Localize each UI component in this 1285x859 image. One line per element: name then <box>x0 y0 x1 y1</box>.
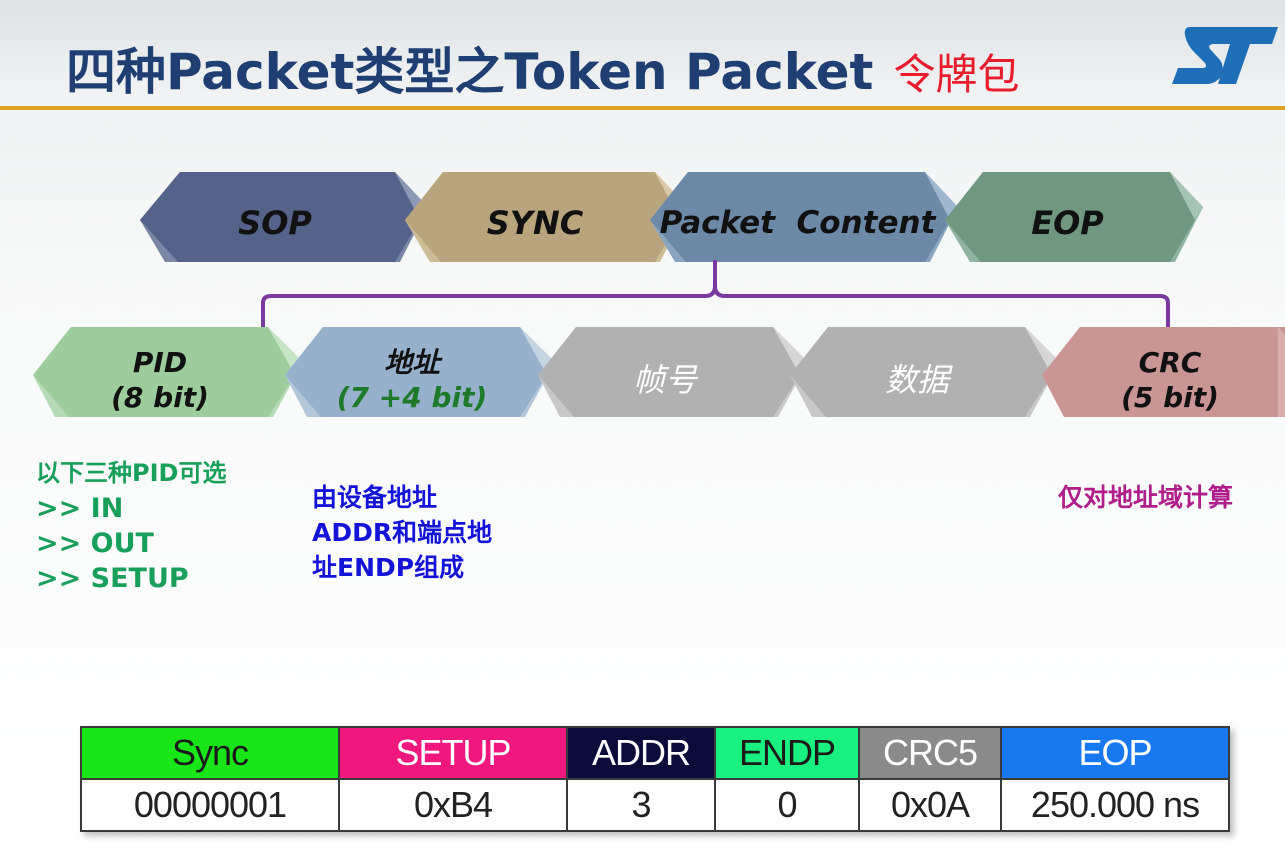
field-data-label: 数据 <box>884 361 949 399</box>
field-address-bits: (7 +4 bit) <box>336 381 488 414</box>
field-address <box>285 327 555 417</box>
field-data <box>790 327 1060 417</box>
field-address-name: 地址 <box>383 346 440 379</box>
field-crc-label-box: CRC (5 bit) <box>1050 335 1285 425</box>
field-sop <box>140 172 428 262</box>
address-note-line-2: ADDR和端点地 <box>312 518 493 547</box>
pid-note: 以下三种PID可选 >> IN >> OUT >> SETUP <box>36 456 226 596</box>
field-eop-label-box: EOP <box>950 178 1185 268</box>
content-bracket <box>261 260 1170 343</box>
field-eop-label: EOP <box>1031 204 1104 242</box>
field-sop-label: SOP <box>238 204 312 242</box>
title-underline <box>0 106 1285 110</box>
field-address-label-box: 地址 (7 +4 bit) <box>292 335 532 425</box>
field-sync-label-box: SYNC <box>410 178 660 268</box>
value-crc5: 0x0A <box>858 778 1002 832</box>
header-eop: EOP <box>1000 726 1230 780</box>
value-endp: 0 <box>714 778 860 832</box>
title-main: 四种Packet类型之Token Packet <box>66 43 874 101</box>
field-crc <box>1042 327 1285 417</box>
field-sop-label-box: SOP <box>145 178 405 268</box>
crc-note-line: 仅对地址域计算 <box>1058 483 1234 512</box>
title-bar <box>0 0 1285 108</box>
token-packet-table: Sync SETUP ADDR ENDP CRC5 EOP 00000001 0… <box>80 726 1230 832</box>
table-row: 00000001 0xB4 3 0 0x0A 250.000 ns <box>80 778 1230 832</box>
field-pid-name: PID <box>132 346 188 379</box>
header-sync: Sync <box>80 726 340 780</box>
value-addr: 3 <box>566 778 716 832</box>
field-sync <box>405 172 688 262</box>
field-data-label-box: 数据 <box>797 335 1037 425</box>
address-note-line-1: 由设备地址 <box>312 483 438 512</box>
slide-title: 四种Packet类型之Token Packet 令牌包 <box>66 32 1019 104</box>
st-logo-icon <box>1172 27 1278 84</box>
address-note-line-3: 址ENDP组成 <box>312 553 465 582</box>
pid-note-setup: >> SETUP <box>36 563 189 594</box>
field-crc-bits: (5 bit) <box>1121 381 1219 414</box>
value-setup: 0xB4 <box>338 778 568 832</box>
field-frame-number-label: 帧号 <box>632 361 697 399</box>
field-packet-content-label-box: Packet Content <box>655 178 940 268</box>
header-setup: SETUP <box>338 726 568 780</box>
crc-note: 仅对地址域计算 <box>1058 480 1233 515</box>
address-note: 由设备地址 ADDR和端点地 址ENDP组成 <box>312 480 492 585</box>
pid-note-in: >> IN <box>36 493 124 524</box>
pid-note-line: 以下三种PID可选 <box>36 459 227 487</box>
title-subtitle: 令牌包 <box>893 50 1020 99</box>
value-eop: 250.000 ns <box>1000 778 1230 832</box>
value-sync: 00000001 <box>80 778 340 832</box>
header-endp: ENDP <box>714 726 860 780</box>
table-header-row: Sync SETUP ADDR ENDP CRC5 EOP <box>80 726 1230 780</box>
field-pid <box>33 327 303 417</box>
field-pid-label-box: PID (8 bit) <box>40 335 280 425</box>
field-sync-label: SYNC <box>486 204 584 242</box>
field-packet-content <box>650 172 958 262</box>
header-addr: ADDR <box>566 726 716 780</box>
field-crc-name: CRC <box>1138 346 1202 379</box>
header-crc5: CRC5 <box>858 726 1002 780</box>
field-frame-number-label-box: 帧号 <box>545 335 785 425</box>
field-frame-number <box>538 327 808 417</box>
field-eop <box>945 172 1203 262</box>
pid-note-out: >> OUT <box>36 528 154 559</box>
field-pid-bits: (8 bit) <box>111 381 209 414</box>
field-packet-content-label: Packet Content <box>659 204 936 241</box>
